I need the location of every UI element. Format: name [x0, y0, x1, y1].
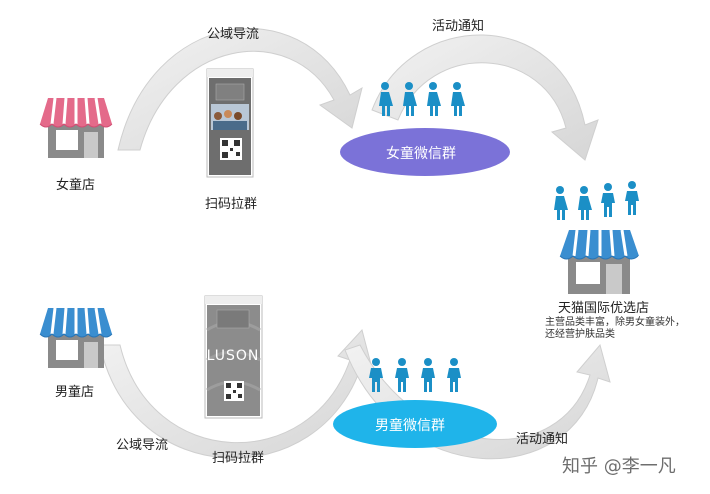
tmall-store-icon	[559, 229, 639, 294]
tmall-people-icon	[554, 181, 639, 220]
label-public-traffic-top: 公域导流	[207, 27, 260, 42]
girls-store-label: 女童店	[56, 178, 96, 193]
label-public-traffic-bottom: 公域导流	[116, 438, 169, 453]
poster-bottom-brand: LUSON	[207, 348, 260, 364]
label-scan-bottom: 扫码拉群	[212, 451, 265, 466]
label-activity-top: 活动通知	[432, 19, 485, 34]
label-scan-top: 扫码拉群	[205, 197, 258, 212]
tmall-desc-line-1: 主营品类丰富，除男女童装外，	[545, 317, 685, 328]
girls-group-label: 女童微信群	[386, 146, 456, 162]
boys-store-label: 男童店	[55, 385, 95, 400]
arrow-activity-top	[371, 34, 599, 161]
tmall-store-label: 天猫国际优选店	[558, 301, 650, 316]
girls-store-icon	[39, 97, 113, 158]
boys-group-label: 男童微信群	[375, 418, 445, 434]
arrow-public-top	[117, 27, 363, 151]
boys-store-icon	[39, 307, 113, 368]
tmall-desc-line-2: 还经营护肤品类	[545, 329, 615, 340]
watermark: 知乎 @李一凡	[562, 456, 676, 477]
label-activity-bottom: 活动通知	[516, 432, 569, 447]
boys-group-ellipse	[333, 400, 497, 448]
poster-top	[206, 68, 254, 178]
poster-bottom	[204, 295, 263, 419]
girls-group-ellipse	[340, 128, 510, 176]
